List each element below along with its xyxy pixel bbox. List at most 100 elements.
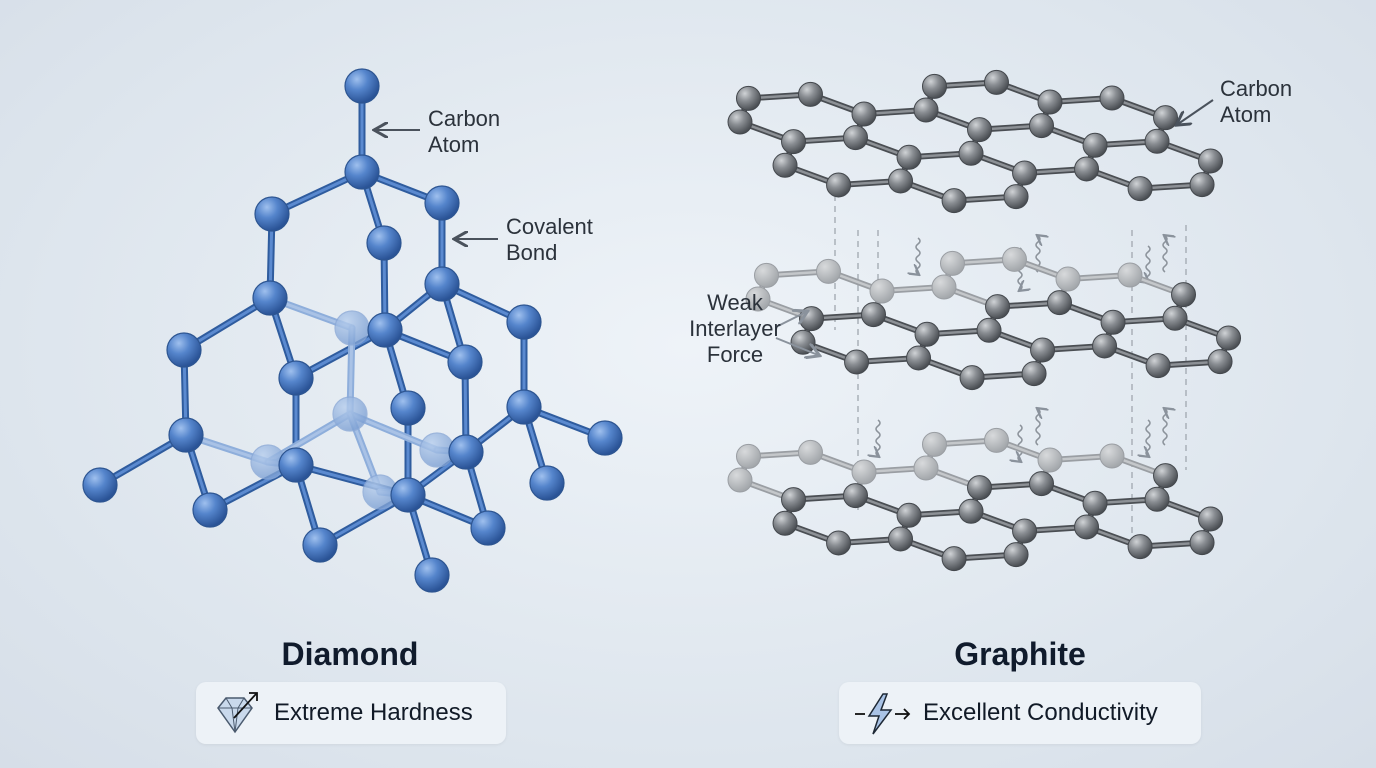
graphene-layer: [727, 69, 1224, 214]
carbon-atom: [941, 546, 967, 572]
carbon-atom: [254, 196, 290, 232]
lightning-arrow-icon: [855, 693, 911, 735]
carbon-atom: [302, 527, 338, 563]
carbon-atom: [332, 396, 368, 432]
carbon-atom: [896, 502, 922, 528]
graphene-layer: [745, 246, 1242, 391]
carbon-atom: [843, 483, 869, 509]
diamond-property-text: Extreme Hardness: [274, 699, 473, 726]
attraction-arrow-down: [876, 419, 880, 456]
carbon-atom: [1029, 113, 1055, 139]
carbon-atom: [344, 154, 380, 190]
carbon-atom: [252, 280, 288, 316]
carbon-atom: [192, 492, 228, 528]
carbon-atom: [334, 310, 370, 346]
carbon-atom: [390, 390, 426, 426]
carbon-atom: [344, 68, 380, 104]
carbon-atom: [424, 185, 460, 221]
carbon-atom: [851, 101, 877, 127]
carbon-atom: [1171, 282, 1197, 308]
carbon-atom: [1037, 89, 1063, 115]
carbon-atom: [976, 317, 1002, 343]
carbon-atom: [735, 85, 761, 111]
carbon-atom: [424, 266, 460, 302]
label-line: Bond: [506, 240, 558, 265]
carbon-atom: [799, 306, 825, 332]
label-line: Covalent: [506, 214, 593, 239]
attraction-arrow-down: [1146, 245, 1150, 282]
carbon-atom: [790, 329, 816, 355]
carbon-atom: [1145, 353, 1171, 379]
carbon-atom: [772, 510, 798, 536]
carbon-atom: [781, 129, 807, 155]
carbon-atom: [735, 443, 761, 469]
carbon-atom: [914, 321, 940, 347]
carbon-atom: [1189, 530, 1215, 556]
carbon-atom: [939, 250, 965, 276]
graphite-property-text: Excellent Conductivity: [923, 699, 1158, 726]
carbon-atom: [797, 439, 823, 465]
carbon-atom: [967, 117, 993, 143]
carbon-atom: [983, 69, 1009, 95]
carbon-atom: [1074, 156, 1100, 182]
carbon-atom: [851, 459, 877, 485]
attraction-arrow-up: [1163, 409, 1167, 446]
carbon-atom: [470, 510, 506, 546]
carbon-atom: [959, 365, 985, 391]
carbon-atom: [1153, 105, 1179, 131]
carbon-atom: [1003, 542, 1029, 568]
carbon-atom: [772, 152, 798, 178]
attraction-arrow-down: [916, 237, 920, 274]
carbon-atom: [941, 188, 967, 214]
carbon-atom: [278, 447, 314, 483]
carbon-atom: [727, 467, 753, 493]
attraction-arrow-down: [1146, 419, 1150, 456]
carbon-atom: [1144, 128, 1170, 154]
carbon-atom: [985, 294, 1011, 320]
carbon-atom: [1092, 333, 1118, 359]
carbon-atom: [1099, 85, 1125, 111]
force-arrow-2: [775, 337, 818, 355]
carbon-atom: [587, 420, 623, 456]
carbon-atom: [913, 455, 939, 481]
carbon-atom: [367, 312, 403, 348]
carbon-atom: [861, 302, 887, 328]
carbon-atom: [1127, 176, 1153, 202]
attraction-arrow-down: [1018, 424, 1022, 461]
diamond-title: Diamond: [281, 636, 419, 672]
carbon-atom: [1030, 337, 1056, 363]
carbon-atom: [958, 140, 984, 166]
carbon-atom: [781, 487, 807, 513]
carbon-atom: [448, 434, 484, 470]
diamond-property-badge: Extreme Hardness: [196, 682, 506, 744]
carbon-atom: [166, 332, 202, 368]
carbon-atom: [506, 304, 542, 340]
label-line: Weak: [707, 290, 763, 315]
carbon-atom: [843, 125, 869, 151]
carbon-atom: [1117, 262, 1143, 288]
carbon-atom: [826, 530, 852, 556]
attraction-arrow-up: [1036, 409, 1040, 446]
carbon-atom: [727, 109, 753, 135]
carbon-atom: [1144, 486, 1170, 512]
carbon-atom: [1082, 132, 1108, 158]
carbon-atom: [745, 286, 771, 312]
label-line: Force: [706, 342, 764, 367]
carbon-atom: [1198, 148, 1224, 174]
label-line: Atom: [428, 132, 480, 157]
carbon-atom: [1207, 349, 1233, 375]
carbon-atom: [826, 172, 852, 198]
label-line: Carbon: [1220, 76, 1293, 101]
carbon-atom: [447, 344, 483, 380]
carbon-atom: [797, 81, 823, 107]
carbon-atom: [529, 465, 565, 501]
diamond-lattice: [82, 68, 623, 593]
carbon-atom: [1012, 518, 1038, 544]
force-arrow-1: [775, 312, 806, 328]
label-arrows: [376, 99, 1214, 355]
carbon-atom: [1127, 534, 1153, 560]
carbon-atom: [888, 526, 914, 552]
